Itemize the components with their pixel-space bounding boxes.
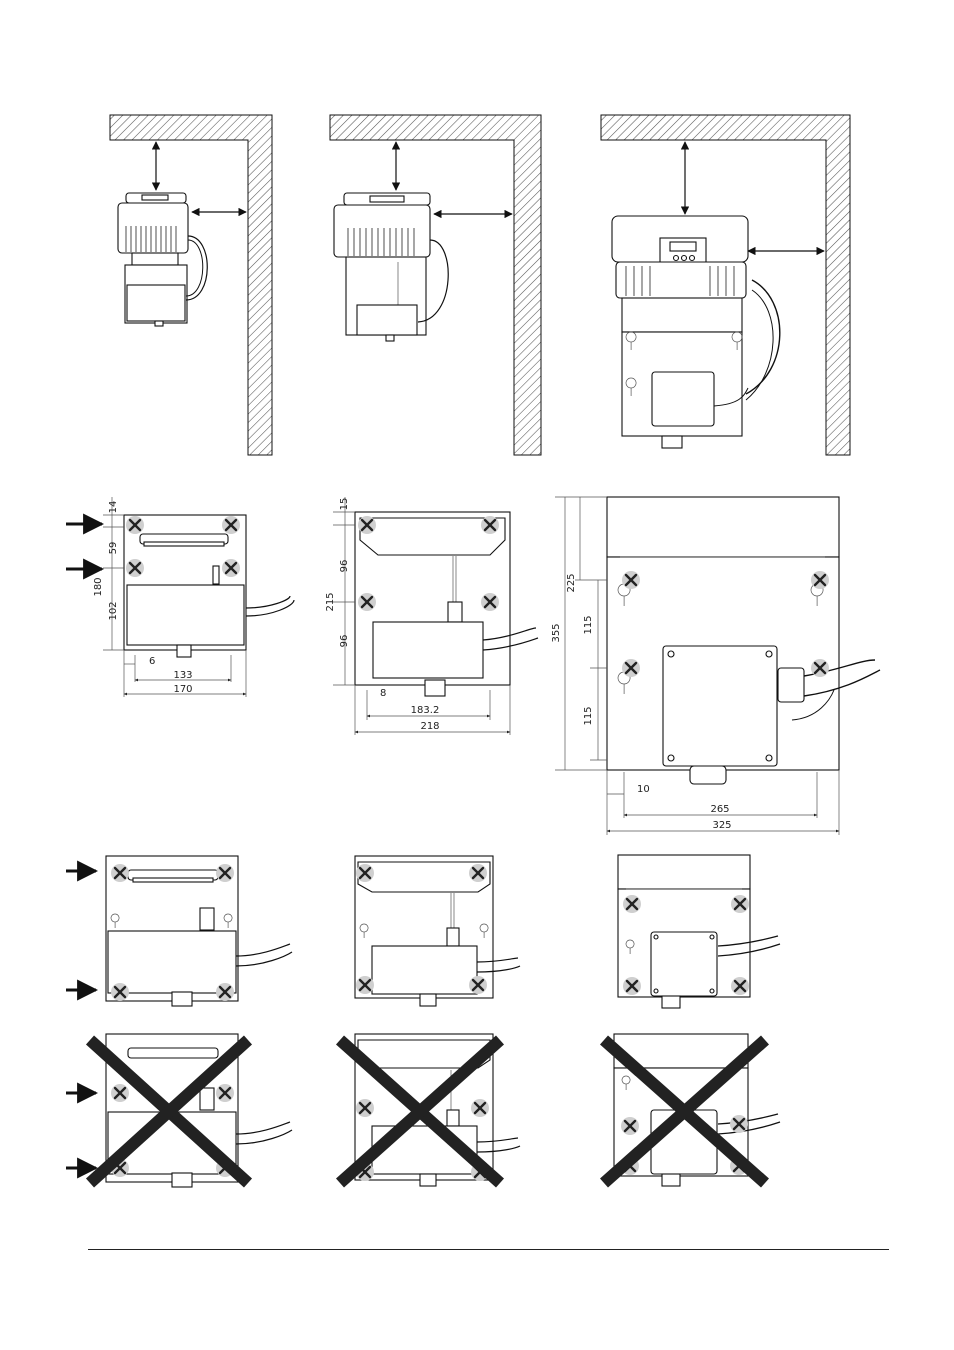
dim-10: 10 — [637, 784, 650, 795]
dim-96-lower: 96 — [339, 635, 350, 648]
drive-unit-small — [118, 193, 207, 326]
incorrect-mount-medium — [340, 1034, 520, 1186]
dim-215: 215 — [325, 592, 336, 611]
dim-96-upper: 96 — [339, 560, 350, 573]
dimension-drawing-small: 14 59 180 102 6 133 170 — [66, 497, 294, 697]
dim-225: 225 — [566, 573, 577, 592]
incorrect-mount-large — [604, 1034, 780, 1186]
correct-mount-medium — [355, 856, 520, 1006]
correct-mount-small — [66, 856, 292, 1006]
clearance-view-large — [601, 115, 850, 455]
dim-325: 325 — [712, 820, 731, 831]
clearance-view-small — [110, 115, 272, 455]
correct-mount-large — [618, 855, 780, 1008]
dim-115-upper: 115 — [583, 615, 594, 634]
dim-265: 265 — [710, 804, 729, 815]
dim-59: 59 — [108, 542, 119, 555]
dim-170: 170 — [173, 684, 192, 695]
incorrect-mount-small — [66, 1034, 292, 1187]
dim-183-2: 183.2 — [411, 705, 440, 716]
dim-14: 14 — [108, 501, 119, 514]
dim-8: 8 — [380, 688, 386, 699]
dim-115-lower: 115 — [583, 706, 594, 725]
dim-15: 15 — [339, 498, 350, 511]
footer-rule — [88, 1249, 889, 1250]
clearance-view-medium — [330, 115, 541, 455]
dim-133: 133 — [173, 670, 192, 681]
dimension-drawing-medium: 15 96 215 96 8 183.2 218 — [325, 497, 538, 735]
dim-355: 355 — [551, 623, 562, 642]
dim-180: 180 — [93, 577, 104, 596]
drive-unit-medium — [334, 193, 448, 341]
dim-6: 6 — [149, 656, 155, 667]
dimension-drawing-large: 225 115 355 115 10 265 325 — [551, 497, 880, 835]
dim-218: 218 — [420, 721, 439, 732]
dim-102: 102 — [108, 601, 119, 620]
